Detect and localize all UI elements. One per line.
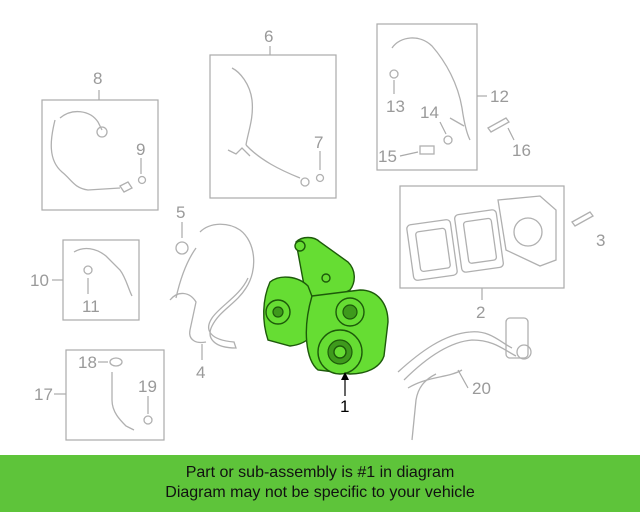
group-8-oil-line xyxy=(41,90,159,211)
callout-10: 10 xyxy=(30,271,49,290)
callout-14: 14 xyxy=(420,103,439,122)
callout-6: 6 xyxy=(264,27,273,46)
callout-19: 19 xyxy=(138,377,157,396)
callout-18: 18 xyxy=(78,353,97,372)
callout-17: 17 xyxy=(34,385,53,404)
group-2-gaskets xyxy=(399,185,565,300)
callout-13: 13 xyxy=(386,97,405,116)
info-banner: Part or sub-assembly is #1 in diagram Di… xyxy=(0,455,640,512)
banner-line-1: Part or sub-assembly is #1 in diagram xyxy=(185,464,455,481)
callout-7: 7 xyxy=(314,133,323,152)
part-4-heat-shield xyxy=(169,223,255,349)
group-6-water-line xyxy=(209,46,337,199)
callout-9: 9 xyxy=(136,140,145,159)
parts-diagram: 8 9 6 7 12 13 14 15 16 xyxy=(30,23,605,441)
callout-15: 15 xyxy=(378,147,397,166)
group-17-line xyxy=(54,349,165,441)
part-1-turbocharger xyxy=(263,236,389,375)
group-10-line xyxy=(52,239,140,321)
callout-11: 11 xyxy=(82,297,100,316)
callout-4: 4 xyxy=(196,363,205,382)
banner-line-2: Diagram may not be specific to your vehi… xyxy=(165,484,475,501)
callout-12: 12 xyxy=(490,87,509,106)
callout-2: 2 xyxy=(476,303,485,322)
callout-1: 1 xyxy=(340,397,349,416)
callout-16: 16 xyxy=(512,141,531,160)
group-12-return-line xyxy=(376,23,487,171)
callout-20: 20 xyxy=(472,379,491,398)
callout-8: 8 xyxy=(93,69,102,88)
callout-3: 3 xyxy=(596,231,605,250)
callout-5: 5 xyxy=(176,203,185,222)
part-20-vacuum-lines xyxy=(397,317,532,441)
